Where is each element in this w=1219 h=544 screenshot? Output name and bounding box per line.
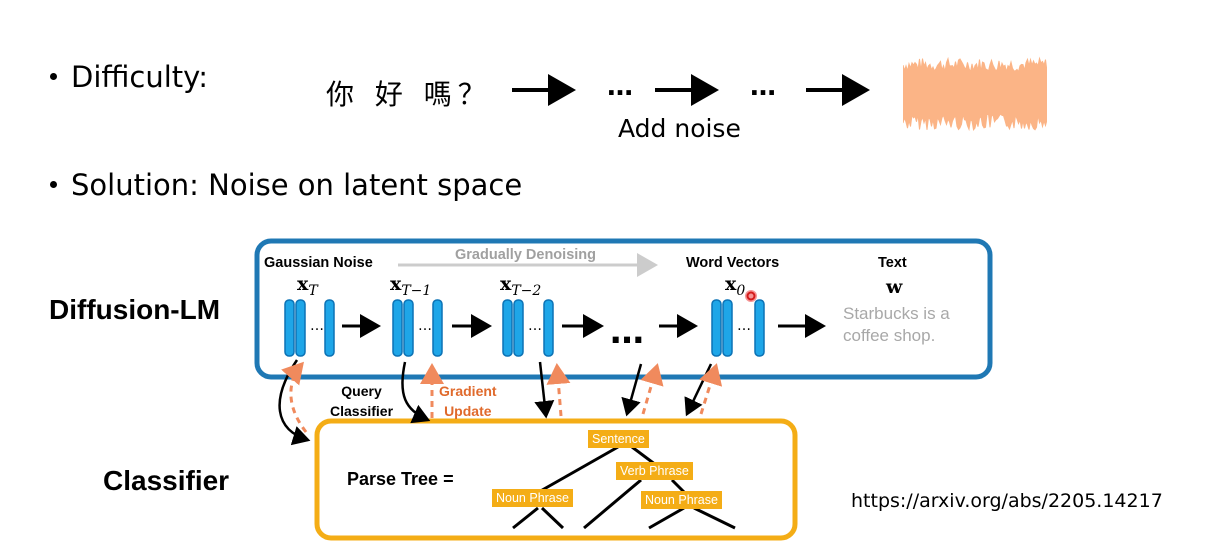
vector-group-xT: … bbox=[284, 299, 335, 357]
tag-noun-phrase-1: Noun Phrase bbox=[492, 489, 573, 507]
x-0-label: x0 bbox=[725, 273, 746, 299]
gradient-arrow-5 bbox=[699, 363, 723, 415]
output-text: Starbucks is a coffee shop. bbox=[843, 304, 950, 345]
vector-group-x0: … bbox=[711, 299, 765, 357]
query-arrow-2 bbox=[401, 361, 431, 424]
word-vectors-header: Word Vectors bbox=[686, 255, 780, 271]
vector-group-xT1: … bbox=[392, 299, 443, 357]
gradient-arrow-4 bbox=[640, 363, 664, 415]
add-noise-label: Add noise bbox=[618, 114, 741, 143]
svg-text:…: … bbox=[418, 318, 432, 334]
solution-bullet: Solution: Noise on latent space bbox=[50, 168, 522, 202]
text-header: Text bbox=[878, 255, 907, 271]
chinese-sentence: 你 好 嗎？ bbox=[326, 78, 492, 111]
solution-label: Solution: Noise on latent space bbox=[71, 168, 523, 202]
gaussian-noise-header: Gaussian Noise bbox=[264, 255, 373, 271]
gradient-arrow-1 bbox=[281, 361, 308, 433]
classifier-label: Classifier bbox=[103, 465, 230, 496]
reference-url[interactable]: https://arxiv.org/abs/2205.14217 bbox=[851, 490, 1163, 512]
ellipsis-1: … bbox=[607, 72, 633, 102]
vector-group-xT2: … bbox=[502, 299, 554, 357]
gradient-arrow-3 bbox=[546, 363, 571, 417]
query-classifier-label: Query Classifier bbox=[330, 383, 394, 419]
bullet-dot bbox=[50, 72, 57, 80]
middle-ellipsis: … bbox=[610, 312, 644, 352]
query-arrow-3 bbox=[534, 361, 555, 419]
ellipsis-2: … bbox=[750, 72, 776, 102]
diffusion-lm-label: Diffusion-LM bbox=[49, 294, 221, 325]
gradually-denoising-header: Gradually Denoising bbox=[455, 247, 596, 263]
tag-sentence: Sentence bbox=[588, 430, 649, 448]
svg-text:…: … bbox=[528, 318, 542, 334]
noise-waveform-image bbox=[903, 56, 1047, 132]
query-arrow-4 bbox=[621, 363, 643, 417]
svg-text:…: … bbox=[310, 318, 324, 334]
x-T-label: xT bbox=[297, 273, 318, 299]
difficulty-label: Difficulty: bbox=[71, 60, 208, 94]
tag-noun-phrase-2: Noun Phrase bbox=[641, 491, 722, 509]
tag-verb-phrase: Verb Phrase bbox=[616, 462, 693, 480]
svg-text:…: … bbox=[737, 318, 751, 334]
x-T-minus-1-label: xT−1 bbox=[390, 273, 432, 299]
w-label: w bbox=[886, 276, 903, 298]
x-T-minus-2-label: xT−2 bbox=[500, 273, 542, 299]
bullet-dot bbox=[50, 180, 57, 188]
parse-tree-label: Parse Tree = bbox=[347, 469, 454, 489]
difficulty-bullet: Difficulty: bbox=[50, 60, 208, 94]
gradient-update-label: Gradient Update bbox=[439, 383, 497, 419]
